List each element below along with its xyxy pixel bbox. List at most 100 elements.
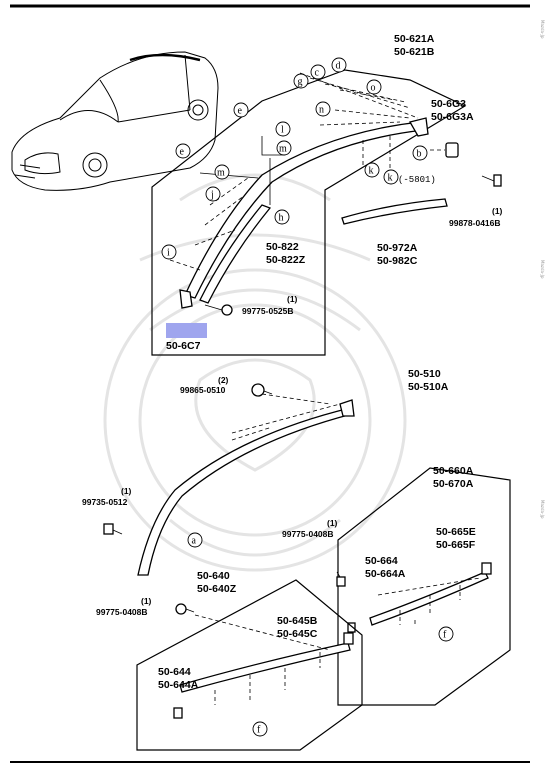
callout-l: l [275,121,291,137]
part-50-664-moulding [369,571,489,626]
label-50-645: 50-645B 50-645C [277,615,318,640]
label-99735-0512: (1) 99735-0512 [82,486,132,507]
label-50-621: 50-621A 50-621B [394,33,435,58]
callout-h: h [274,209,290,225]
callout-b: b [412,145,428,161]
svg-text:k: k [388,173,393,184]
svg-text:g: g [298,77,303,88]
screw-icon [175,603,195,615]
callout-c: c [310,64,326,80]
label-50-510: 50-510 50-510A [408,368,449,393]
label-99775-0408b-rear: (1) 99775-0408B [282,518,338,539]
part-50-6c7-highlight [166,323,207,338]
callout-g: g [293,73,309,89]
svg-text:h: h [279,213,284,224]
svg-text:50-6G3A: 50-6G3A [431,111,474,123]
svg-text:50-621B: 50-621B [394,46,435,58]
screw-icon [204,304,233,316]
svg-text:c: c [315,68,320,79]
svg-text:(1): (1) [287,294,298,304]
callout-m: m [276,140,292,156]
clip-icon [481,562,492,575]
svg-text:(1): (1) [492,206,503,216]
callout-o: o [366,79,382,95]
svg-text:50-665E: 50-665E [436,526,476,538]
label-99878: (1) 99878-0416B [449,206,503,228]
label-50-660: 50-660A 50-670A [433,465,474,490]
callout-f: f [0,0,4,3]
svg-text:99775-0525B: 99775-0525B [242,306,294,316]
part-50-644-moulding [179,642,351,693]
label-50-6c7: 50-6C7 [166,340,201,352]
svg-text:50-510: 50-510 [408,368,441,380]
label-50-644: 50-644 50-644A [158,666,199,691]
svg-text:j: j [210,190,214,201]
svg-text:99865-0510: 99865-0510 [180,385,226,395]
upper-assembly-box [151,69,467,356]
svg-text:50-822Z: 50-822Z [266,254,306,266]
label-50-972: 50-972A 50-982C [377,242,418,267]
screw-icon [103,523,123,535]
callout-k: k [364,162,380,178]
screw-icon [251,383,273,397]
svg-text:k: k [369,166,374,177]
label-50-665: 50-665E 50-665F [436,526,476,551]
part-50-510-moulding [137,407,353,576]
callout-d: d [331,57,347,73]
svg-text:50-665F: 50-665F [436,539,476,551]
svg-text:(1): (1) [121,486,132,496]
label-50-664: 50-664 50-664A [365,555,406,580]
svg-text:a: a [192,536,197,547]
callout-n: n [315,101,331,117]
svg-text:(2): (2) [218,375,229,385]
svg-text:f: f [443,630,447,641]
svg-text:50-644A: 50-644A [158,679,199,691]
callout-k: k [383,169,399,185]
side-watermark-text: Mazda-Jp [540,500,545,519]
svg-text:50-664: 50-664 [365,555,398,567]
svg-text:99878-0416B: 99878-0416B [449,218,501,228]
svg-text:50-640: 50-640 [197,570,230,582]
front-door-box [136,579,363,751]
svg-text:n: n [319,105,324,116]
svg-text:50-6G3: 50-6G3 [431,98,466,110]
part-50-972-strip [341,198,448,225]
clip-icon [173,707,183,719]
svg-text:50-664A: 50-664A [365,568,406,580]
callout-e: e [175,143,191,159]
label-50-640: 50-640 50-640Z [197,570,237,595]
screw-icon [481,174,502,187]
side-watermark-text: Mazda-Jp [540,260,545,279]
svg-text:99775-0408B: 99775-0408B [96,607,148,617]
svg-text:o: o [371,83,376,94]
svg-text:50-640Z: 50-640Z [197,583,237,595]
side-watermark-text: Mazda-Jp [540,20,545,39]
svg-text:i: i [167,248,170,259]
callout-e: e [233,102,249,118]
clip-icon [343,632,354,645]
clip-icon [179,289,193,309]
label-99775-0525b: (1) 99775-0525B [242,294,298,316]
part-end-cap [339,399,355,417]
clip-icon [445,142,459,158]
part-end-cap [409,117,429,137]
svg-text:m: m [279,144,287,155]
watermark-emblem [103,173,407,572]
callout-f: f [252,721,268,737]
svg-text:(1): (1) [141,596,152,606]
svg-text:50-660A: 50-660A [433,465,474,477]
callout-j: j [205,186,221,202]
clip-icon [347,622,356,633]
svg-text:l: l [281,125,284,136]
svg-text:50-621A: 50-621A [394,33,435,45]
callout-f: f [438,626,454,642]
svg-text:e: e [180,147,185,158]
svg-text:50-645B: 50-645B [277,615,318,627]
callout-a: a [187,532,203,548]
svg-text:m: m [217,168,225,179]
label-99865-0510: (2) 99865-0510 [180,375,229,395]
svg-text:99775-0408B: 99775-0408B [282,529,334,539]
svg-text:50-644: 50-644 [158,666,191,678]
callout-m: m [214,164,230,180]
